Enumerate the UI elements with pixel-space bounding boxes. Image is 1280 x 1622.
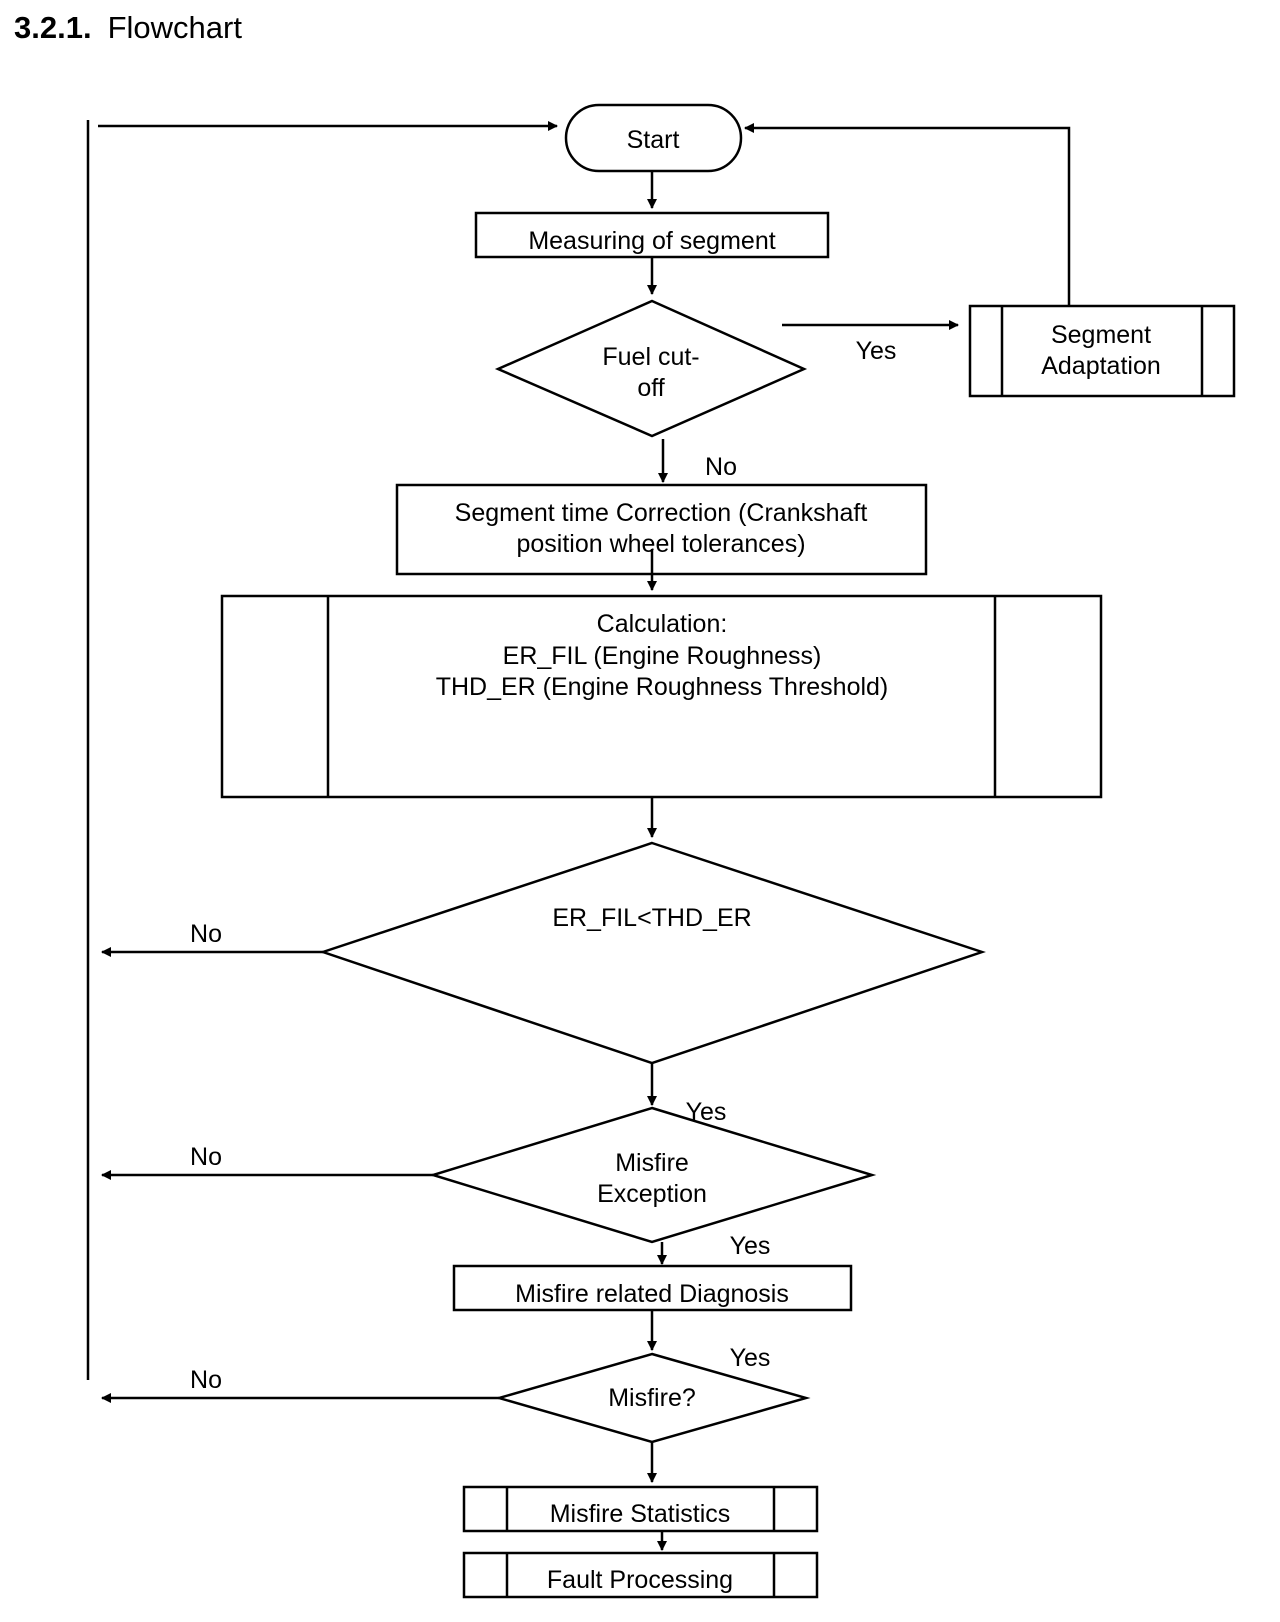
segment-correction-label-2: position wheel tolerances)	[516, 530, 805, 558]
section-title: Flowchart	[107, 10, 242, 45]
segment-adaptation-label-2: Adaptation	[1041, 352, 1161, 380]
segment-correction-node	[395, 483, 928, 576]
exception-yes-label: Yes	[730, 1232, 771, 1260]
fuel-cutoff-label-2: off	[637, 374, 664, 402]
measuring-node	[474, 211, 830, 259]
calculation-label-1: Calculation:	[597, 610, 728, 638]
segment-correction-label-1: Segment time Correction (Crankshaft	[455, 499, 868, 527]
misfire-exception-node	[428, 1106, 877, 1244]
misfire-statistics-label: Misfire Statistics	[550, 1500, 731, 1528]
misfire-diagnosis-node	[452, 1264, 853, 1312]
er-compare-label: ER_FIL<THD_ER	[552, 904, 751, 932]
misfire-yes-label: Yes	[730, 1344, 771, 1372]
start-label: Start	[627, 126, 680, 154]
segment-adaptation-node	[968, 304, 1236, 398]
fuel-cutoff-node	[494, 299, 808, 438]
compare-no-label: No	[190, 920, 222, 948]
calculation-label-3: THD_ER (Engine Roughness Threshold)	[436, 673, 889, 701]
calculation-label-2: ER_FIL (Engine Roughness)	[503, 642, 822, 670]
calculation-node	[220, 594, 1103, 799]
exception-no-label: No	[190, 1143, 222, 1171]
section-number: 3.2.1.	[14, 10, 92, 45]
fault-processing-label: Fault Processing	[547, 1566, 733, 1594]
fuel-cutoff-label-1: Fuel cut-	[602, 343, 699, 371]
misfire-diagnosis-label: Misfire related Diagnosis	[515, 1280, 789, 1308]
start-node	[564, 103, 743, 173]
fuel-yes-label: Yes	[856, 337, 897, 365]
measuring-label: Measuring of segment	[528, 227, 775, 255]
edge-adaptation-start	[744, 123, 1071, 306]
misfire-exception-label-1: Misfire	[615, 1149, 689, 1177]
misfire-exception-label-2: Exception	[597, 1180, 707, 1208]
misfire-statistics-node	[462, 1485, 819, 1533]
section-heading: 3.2.1. Flowchart	[14, 10, 242, 46]
er-compare-node	[319, 841, 986, 1065]
misfire-question-label: Misfire?	[608, 1384, 696, 1412]
fuel-no-label: No	[705, 453, 737, 481]
fault-processing-node	[462, 1551, 819, 1599]
segment-adaptation-label-1: Segment	[1051, 321, 1151, 349]
misfire-no-label: No	[190, 1366, 222, 1394]
